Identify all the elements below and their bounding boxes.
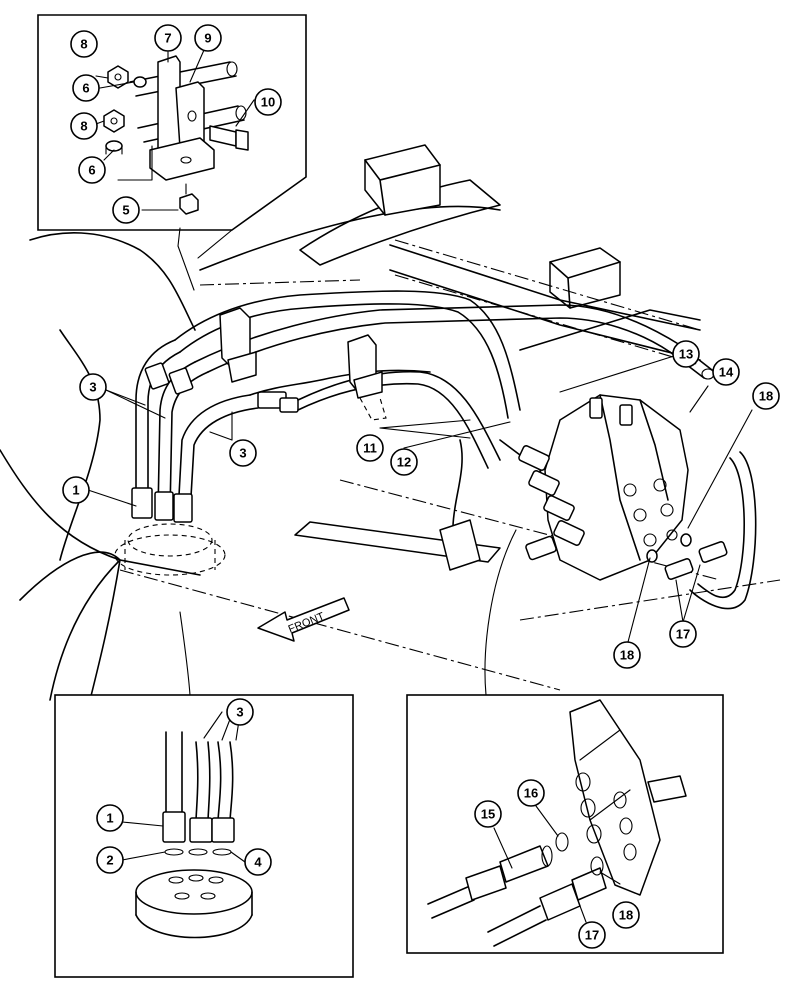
callout-5: 5	[112, 196, 140, 224]
callout-10: 10	[254, 88, 282, 116]
callout-15: 15	[474, 800, 502, 828]
callout-9: 9	[194, 24, 222, 52]
svg-text:6: 6	[82, 81, 89, 96]
svg-text:10: 10	[261, 95, 275, 110]
tube-clamps	[219, 307, 387, 421]
callout-3b: 3	[229, 439, 257, 467]
svg-text:2: 2	[106, 853, 113, 868]
valve-fittings-inset	[406, 529, 724, 954]
callout-2: 2	[96, 846, 124, 874]
callout-17b: 17	[578, 921, 606, 949]
svg-text:3: 3	[236, 705, 243, 720]
svg-text:17: 17	[676, 627, 690, 642]
callout-4: 4	[244, 848, 272, 876]
svg-text:7: 7	[164, 31, 171, 46]
callout-12: 12	[390, 448, 418, 476]
svg-text:1: 1	[106, 811, 113, 826]
svg-text:3: 3	[239, 446, 246, 461]
callout-8b: 8	[70, 112, 98, 140]
callout-13: 13	[672, 340, 700, 368]
callout-6a: 6	[72, 74, 100, 102]
callout-18a: 18	[752, 382, 780, 410]
hoses-and-tubes	[131, 290, 757, 610]
control-valve	[518, 394, 728, 581]
svg-text:6: 6	[88, 163, 95, 178]
svg-text:5: 5	[122, 203, 129, 218]
svg-text:18: 18	[759, 389, 773, 404]
callout-3c: 3	[226, 698, 254, 726]
svg-text:16: 16	[524, 786, 538, 801]
clamp-detail-inset	[37, 14, 307, 291]
callout-leaders	[87, 355, 753, 643]
svg-text:18: 18	[620, 648, 634, 663]
svg-text:8: 8	[80, 119, 87, 134]
callout-1b: 1	[96, 804, 124, 832]
callout-16: 16	[517, 779, 545, 807]
callout-14: 14	[712, 358, 740, 386]
swivel-base	[114, 523, 226, 576]
callout-18b: 18	[613, 641, 641, 669]
svg-text:9: 9	[204, 31, 211, 46]
callout-18c: 18	[612, 901, 640, 929]
svg-text:12: 12	[397, 455, 411, 470]
svg-text:3: 3	[89, 380, 96, 395]
svg-text:15: 15	[481, 807, 495, 822]
svg-text:14: 14	[719, 365, 734, 380]
swivel-fittings-inset	[54, 611, 354, 978]
svg-text:11: 11	[363, 441, 377, 456]
front-arrow: FRONT	[257, 597, 350, 642]
callout-7: 7	[154, 24, 182, 52]
callout-6b: 6	[78, 156, 106, 184]
callout-8a: 8	[70, 30, 98, 58]
callout-11: 11	[356, 434, 384, 462]
svg-text:1: 1	[72, 483, 79, 498]
svg-text:8: 8	[80, 37, 87, 52]
svg-text:13: 13	[679, 347, 693, 362]
svg-text:18: 18	[619, 908, 633, 923]
callout-1a: 1	[62, 476, 90, 504]
callout-3a: 3	[79, 373, 107, 401]
svg-text:17: 17	[585, 928, 599, 943]
upper-frame	[0, 144, 701, 701]
callout-17a: 17	[669, 620, 697, 648]
svg-text:4: 4	[254, 855, 262, 870]
